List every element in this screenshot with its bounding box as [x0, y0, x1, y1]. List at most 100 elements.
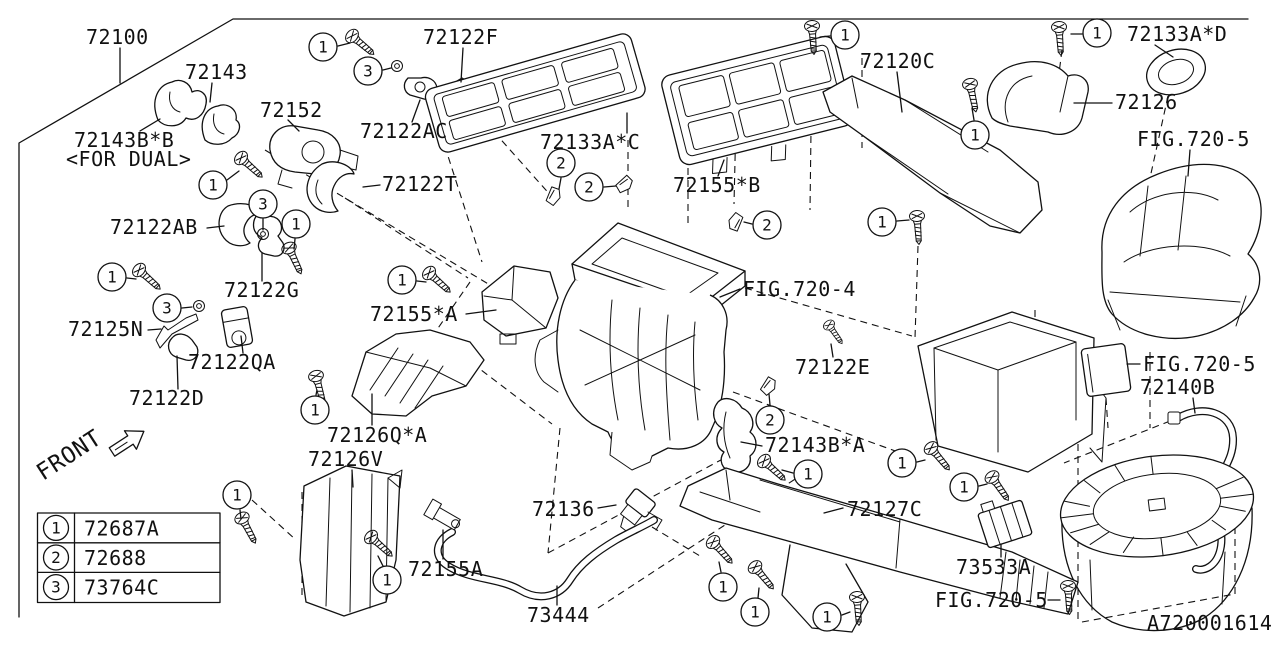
callout-leader-line: [971, 107, 975, 121]
leader-line: [1154, 44, 1174, 58]
callout-number: 1: [310, 401, 320, 420]
part-label-72143ba: 72143B*A: [765, 433, 865, 457]
part-label-73444: 73444: [527, 603, 590, 627]
part-label-72122f: 72122F: [423, 25, 498, 49]
fastener-callout-1: 1: [97, 262, 127, 292]
callout-leader-line: [126, 277, 137, 280]
screw-icon: [703, 532, 739, 569]
part-73533a-resistor: [977, 499, 1033, 549]
part-72125n-rod: [155, 313, 199, 349]
fastener-callout-1: 1: [198, 170, 228, 200]
part-label-72122qa: 72122QA: [188, 350, 276, 374]
callout-number: 1: [397, 271, 407, 290]
legend-part-number: 73764C: [84, 576, 159, 600]
callout-number: 1: [1092, 24, 1102, 43]
leader-line: [1187, 149, 1191, 177]
callout-number: 1: [803, 465, 813, 484]
fastener-callout-1: 1: [812, 602, 842, 632]
callout-leader-line: [226, 170, 240, 181]
part-label-72126v: 72126V: [308, 447, 383, 471]
leader-line: [719, 288, 741, 298]
part-label-fig7205: FIG.720-5: [1143, 352, 1256, 376]
screw-icon: [745, 557, 780, 595]
projection-line: [1081, 593, 1236, 623]
callout-circle: [708, 572, 738, 602]
callout-leader-line: [841, 611, 851, 616]
part-72126-scoop: [986, 61, 1089, 135]
fastener-callout-2: 2: [574, 172, 604, 202]
callout-circle: [793, 459, 823, 489]
leader-line: [206, 225, 225, 229]
part-label-73533a: 73533A: [956, 555, 1031, 579]
leader-line: [411, 99, 421, 123]
callout-circle: [830, 20, 860, 50]
part-72126q-a-duct: [351, 329, 485, 417]
callout-leader-line: [743, 221, 753, 225]
part-label-a720001614: A720001614: [1147, 611, 1272, 635]
part-label-72100: 72100: [86, 25, 149, 49]
callout-number: 2: [556, 154, 566, 173]
fastener-callout-1: 1: [372, 565, 402, 595]
projection-line: [433, 281, 471, 335]
screw-icon: [982, 467, 1015, 506]
part-label-72125n: 72125N: [68, 317, 143, 341]
callout-number: 2: [762, 216, 772, 235]
leader-line: [362, 184, 381, 188]
fastener-callout-1: 1: [949, 472, 979, 502]
fastener-callout-1: 1: [867, 207, 897, 237]
callout-number: 3: [363, 62, 373, 81]
part-73444-hose: [434, 511, 663, 601]
grommet-icon: [193, 300, 205, 312]
callout-circle: [960, 120, 990, 150]
part-heater-unit: [534, 222, 746, 471]
legend-part-number: 72688: [84, 546, 147, 570]
part-72122qa-bracket: [220, 306, 254, 348]
projection-line: [461, 95, 554, 199]
projection-line: [732, 391, 899, 453]
leader-line: [460, 47, 464, 83]
callout-circle: [752, 210, 782, 240]
projection-line: [1149, 95, 1169, 179]
callout-number: 1: [897, 454, 907, 473]
fastener-callout-2: 2: [546, 148, 576, 178]
callout-circle: [248, 189, 278, 219]
leader-line: [465, 309, 497, 315]
callout-circle: [887, 448, 917, 478]
screw-icon: [231, 148, 268, 184]
callout-number: 1: [318, 38, 328, 57]
callout-circle: [222, 480, 252, 510]
screw-icon: [1050, 20, 1069, 57]
fastener-callout-1: 1: [300, 395, 330, 425]
projection-line: [651, 526, 701, 557]
callout-leader-line: [239, 509, 242, 520]
screw-icon: [232, 509, 263, 548]
callout-leader-line: [603, 185, 617, 188]
callout-leader-line: [416, 280, 427, 283]
part-label-front: FRONT: [32, 425, 106, 486]
part-fig720-5-upper-duct: [1101, 163, 1262, 339]
clip-icon: [758, 375, 778, 397]
leader-line: [209, 82, 213, 103]
callout-circle: [372, 565, 402, 595]
part-72133a-c-grille: [424, 33, 646, 153]
callout-circle: [1082, 18, 1112, 48]
fastener-callout-1: 1: [887, 448, 917, 478]
leader-line: [1192, 397, 1196, 414]
callout-circle: [97, 262, 127, 292]
fastener-callout-3: 3: [248, 189, 278, 219]
leader-line: [287, 119, 300, 132]
leader-line: [717, 159, 725, 177]
callout-circle: [546, 148, 576, 178]
callout-leader-line: [781, 469, 794, 474]
fastener-callout-1: 1: [960, 120, 990, 150]
callout-number: 1: [718, 578, 728, 597]
projection-line: [547, 427, 561, 554]
part-label-72122d: 72122D: [129, 386, 204, 410]
screw-icon: [908, 209, 927, 246]
part-label-72143: 72143: [185, 60, 248, 84]
leader-line: [740, 441, 763, 447]
part-label-fig7205: FIG.720-5: [935, 588, 1048, 612]
